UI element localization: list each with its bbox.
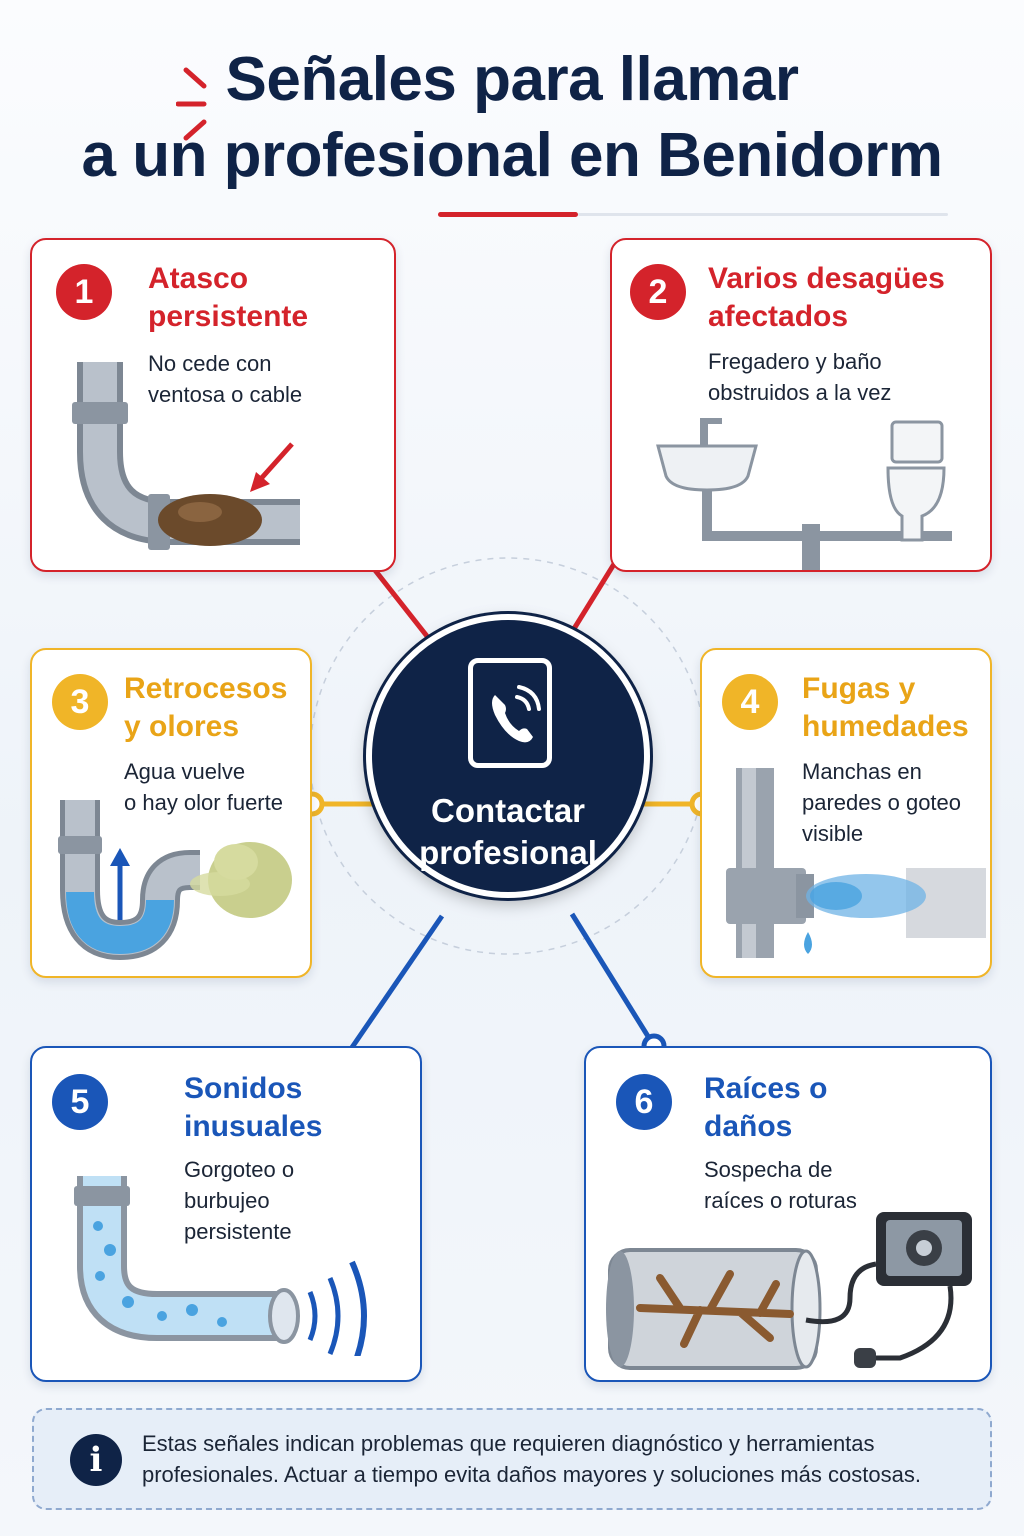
signal-title-5: Sonidos inusuales bbox=[184, 1072, 323, 1143]
signal-number-6: 6 bbox=[616, 1074, 672, 1130]
sink-toilet-icon bbox=[656, 418, 952, 570]
signal-card-6: 6 Raíces o daños Sospecha de raíces o ro… bbox=[584, 1046, 992, 1382]
info-icon: i bbox=[70, 1434, 122, 1486]
signal-title-4: Fugas y humedades bbox=[802, 672, 969, 743]
page-title: Señales para llamar a un profesional en … bbox=[0, 42, 1024, 194]
signal-title-1: Atasco persistente bbox=[148, 262, 309, 333]
backflow-odor-icon bbox=[58, 800, 292, 960]
leaking-pipe-icon bbox=[726, 768, 986, 958]
signal-card-5: 5 Sonidos inusuales Gorgoteo o burbujeo … bbox=[30, 1046, 422, 1382]
signal-title-2: Varios desagües afectados bbox=[708, 262, 945, 333]
signal-card-2: 2 Varios desagües afectados Fregadero y … bbox=[610, 238, 992, 572]
roots-camera-icon bbox=[606, 1212, 972, 1370]
signal-description-1: No cede con ventosa o cable bbox=[148, 351, 303, 407]
info-text: Estas señales indican problemas que requ… bbox=[142, 1431, 921, 1487]
signal-number-4: 4 bbox=[722, 674, 778, 730]
title-underline bbox=[438, 212, 948, 217]
signal-number-5: 5 bbox=[52, 1074, 108, 1130]
contact-professional-hub[interactable]: Contactar profesional bbox=[366, 614, 650, 898]
signal-card-4: 4 Fugas y humedades Manchas en paredes o… bbox=[700, 648, 992, 978]
signal-number-3: 3 bbox=[52, 674, 108, 730]
title-line-2: a un profesional en Benidorm bbox=[81, 121, 944, 190]
signal-card-1: 1 Atasco persistente No cede con ventosa… bbox=[30, 238, 396, 572]
hub-label: Contactar profesional bbox=[419, 792, 597, 871]
signal-number-2: 2 bbox=[630, 264, 686, 320]
info-box: i Estas señales indican problemas que re… bbox=[32, 1408, 992, 1510]
signal-description-5: Gorgoteo o burbujeo persistente bbox=[184, 1157, 295, 1244]
signal-description-2: Fregadero y baño obstruidos a la vez bbox=[708, 349, 892, 405]
gurgling-pipe-icon bbox=[74, 1176, 367, 1356]
signal-number-1: 1 bbox=[56, 264, 112, 320]
clogged-pipe-icon bbox=[72, 362, 300, 550]
signal-title-3: Retrocesos y olores bbox=[124, 672, 288, 743]
signal-title-6: Raíces o daños bbox=[704, 1072, 828, 1143]
phone-ringing-icon bbox=[468, 658, 552, 768]
signal-card-3: 3 Retrocesos y olores Agua vuelve o hay … bbox=[30, 648, 312, 978]
signal-description-3: Agua vuelve o hay olor fuerte bbox=[124, 759, 283, 815]
signal-description-4: Manchas en paredes o goteo visible bbox=[802, 759, 962, 846]
title-line-1: Señales para llamar bbox=[225, 45, 799, 114]
accent-sparks-icon bbox=[176, 67, 207, 141]
signal-description-6: Sospecha de raíces o roturas bbox=[704, 1157, 857, 1213]
